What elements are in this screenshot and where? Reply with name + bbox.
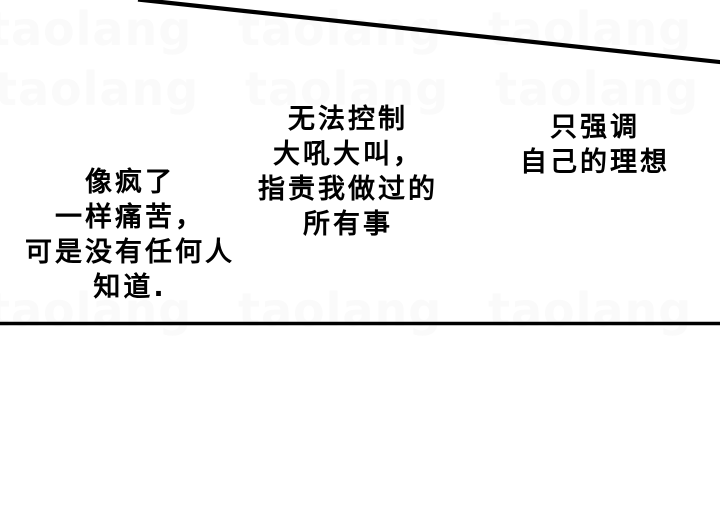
speech-line: 可是没有任何人 [25, 237, 235, 268]
speech-text-left: 像疯了 一样痛苦， 可是没有任何人 知道. [0, 165, 260, 305]
panel-border-diagonal [137, 0, 720, 65]
speech-text-right: 只强调 自己的理想 [480, 110, 710, 180]
speech-text-middle: 无法控制 大吼大叫， 指责我做过的 所有事 [218, 102, 478, 242]
speech-line: 大吼大叫， [273, 139, 423, 170]
speech-line: 只强调 [550, 112, 640, 143]
speech-line: 知道. [93, 272, 167, 303]
speech-line: 一样痛苦， [55, 202, 205, 233]
speech-line: 自己的理想 [520, 147, 670, 178]
speech-line: 指责我做过的 [258, 174, 438, 205]
speech-line: 无法控制 [288, 104, 408, 135]
speech-line: 像疯了 [85, 167, 175, 198]
speech-line: 所有事 [303, 209, 393, 240]
